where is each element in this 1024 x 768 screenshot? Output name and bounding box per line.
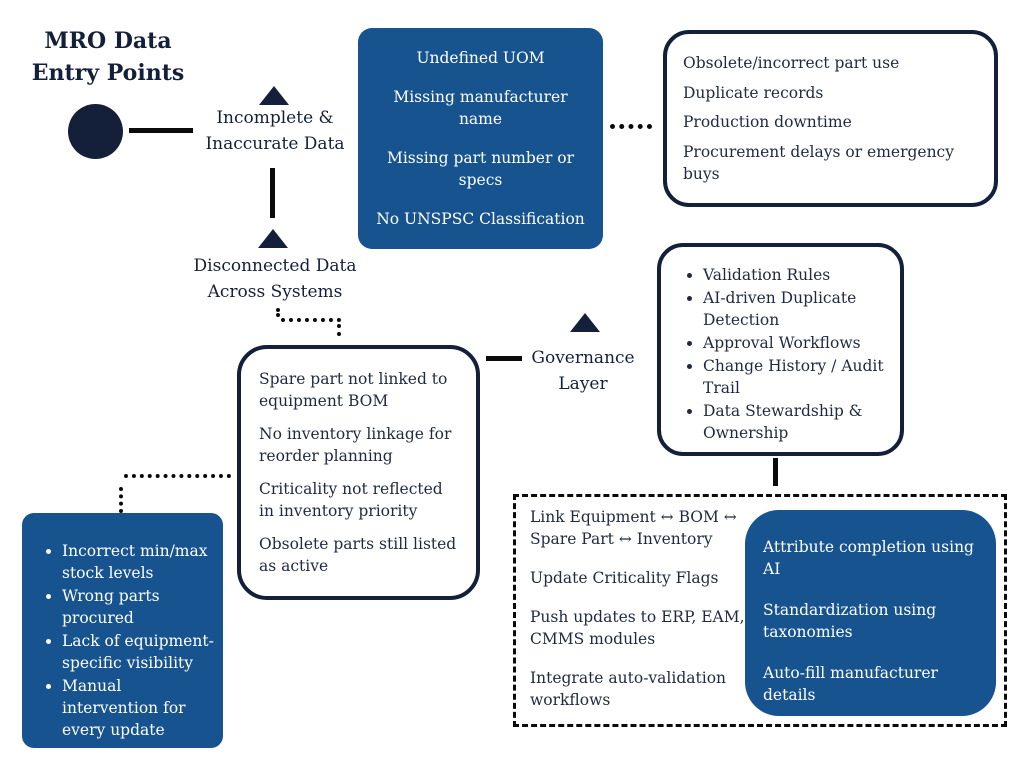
dotted-connector-impactleft-2 [124,474,231,478]
page-title-line1: MRO Data [44,28,172,54]
label-disconnected-line1: Disconnected Data [193,256,357,276]
action-item: Push updates to ERP, EAM, CMMS modules [530,608,745,648]
label-disconnected-line2: Across Systems [207,281,343,302]
impact-left-item: Wrong parts procured [62,585,215,629]
impact-left-list: Incorrect min/max stock levels Wrong par… [34,540,215,741]
impact-item: Obsolete/incorrect part use [683,53,900,72]
label-incomplete-inaccurate: Incomplete & Inaccurate Data [188,106,362,157]
data-quality-item: Missing part number or specs [386,149,575,190]
impact-item: Production downtime [683,113,852,132]
actions-dashed-box [513,494,1007,727]
label-incomplete-line1: Incomplete & [216,108,334,128]
action-item: Integrate auto-validation workflows [530,669,727,709]
entry-point-node [68,104,123,159]
label-governance-line1: Governance [531,348,635,368]
governance-item: AI-driven Duplicate Detection [703,287,890,331]
data-quality-item: Missing manufacturer name [393,87,568,128]
label-incomplete-line2: Inaccurate Data [205,133,345,154]
impact-left-box: Incorrect min/max stock levels Wrong par… [22,513,223,748]
governance-item: Change History / Audit Trail [703,355,890,399]
ai-item: Standardization using taxonomies [763,601,937,641]
label-disconnected-data: Disconnected Data Across Systems [175,254,375,305]
dotted-connector-quality-to-impact [610,124,652,129]
impact-right-box: Obsolete/incorrect part use Duplicate re… [663,30,998,207]
data-quality-item: Undefined UOM [416,48,545,67]
linkage-item: Spare part not linked to equipment BOM [259,370,448,411]
dotted-connector-disconnected-2 [281,318,341,322]
connector-governance-to-actions [773,458,778,486]
page-title-line2: Entry Points [31,59,185,86]
governance-item: Approval Workflows [703,332,890,354]
governance-item: Validation Rules [703,264,890,286]
impact-left-item: Lack of equipment-specific visibility [62,630,215,674]
triangle-up-icon [258,229,288,248]
linkage-item: Obsolete parts still listed as active [259,534,457,575]
ai-item: Attribute completion using AI [763,538,974,578]
linkage-item: No inventory linkage for reorder plannin… [259,425,452,466]
connector-circle-to-incomplete [129,128,193,133]
dotted-connector-disconnected-3 [337,324,341,336]
dotted-connector-impactleft-1 [119,487,123,513]
label-governance-line2: Layer [558,373,608,394]
action-item: Link Equipment ↔ BOM ↔ Spare Part ↔ Inve… [530,508,737,548]
connector-incomplete-to-disconnected [270,168,275,218]
ai-capabilities-box: Attribute completion using AI Standardiz… [745,510,996,716]
governance-controls-box: Validation Rules AI-driven Duplicate Det… [657,243,904,456]
label-governance-layer: Governance Layer [523,346,643,397]
ai-item: Auto-fill manufacturer details [763,664,938,704]
dotted-connector-disconnected-1 [276,308,280,317]
page-title: MRO Data Entry Points [10,26,206,90]
governance-controls-list: Validation Rules AI-driven Duplicate Det… [675,264,890,444]
data-quality-issues-box: Undefined UOM Missing manufacturer name … [358,28,603,249]
linkage-issues-box: Spare part not linked to equipment BOM N… [237,345,480,600]
governance-item: Data Stewardship & Ownership [703,400,890,444]
triangle-up-icon [259,86,289,105]
impact-left-item: Incorrect min/max stock levels [62,540,215,584]
action-item: Update Criticality Flags [530,569,719,587]
impact-left-item: Manual intervention for every update [62,675,215,741]
actions-list: Link Equipment ↔ BOM ↔ Spare Part ↔ Inve… [530,506,750,711]
linkage-item: Criticality not reflected in inventory p… [259,479,443,520]
data-quality-item: No UNSPSC Classification [376,210,585,229]
impact-item: Duplicate records [683,83,824,102]
impact-item: Procurement delays or emergency buys [683,143,954,184]
connector-linkage-to-governance [486,356,522,361]
triangle-up-icon [570,313,600,332]
